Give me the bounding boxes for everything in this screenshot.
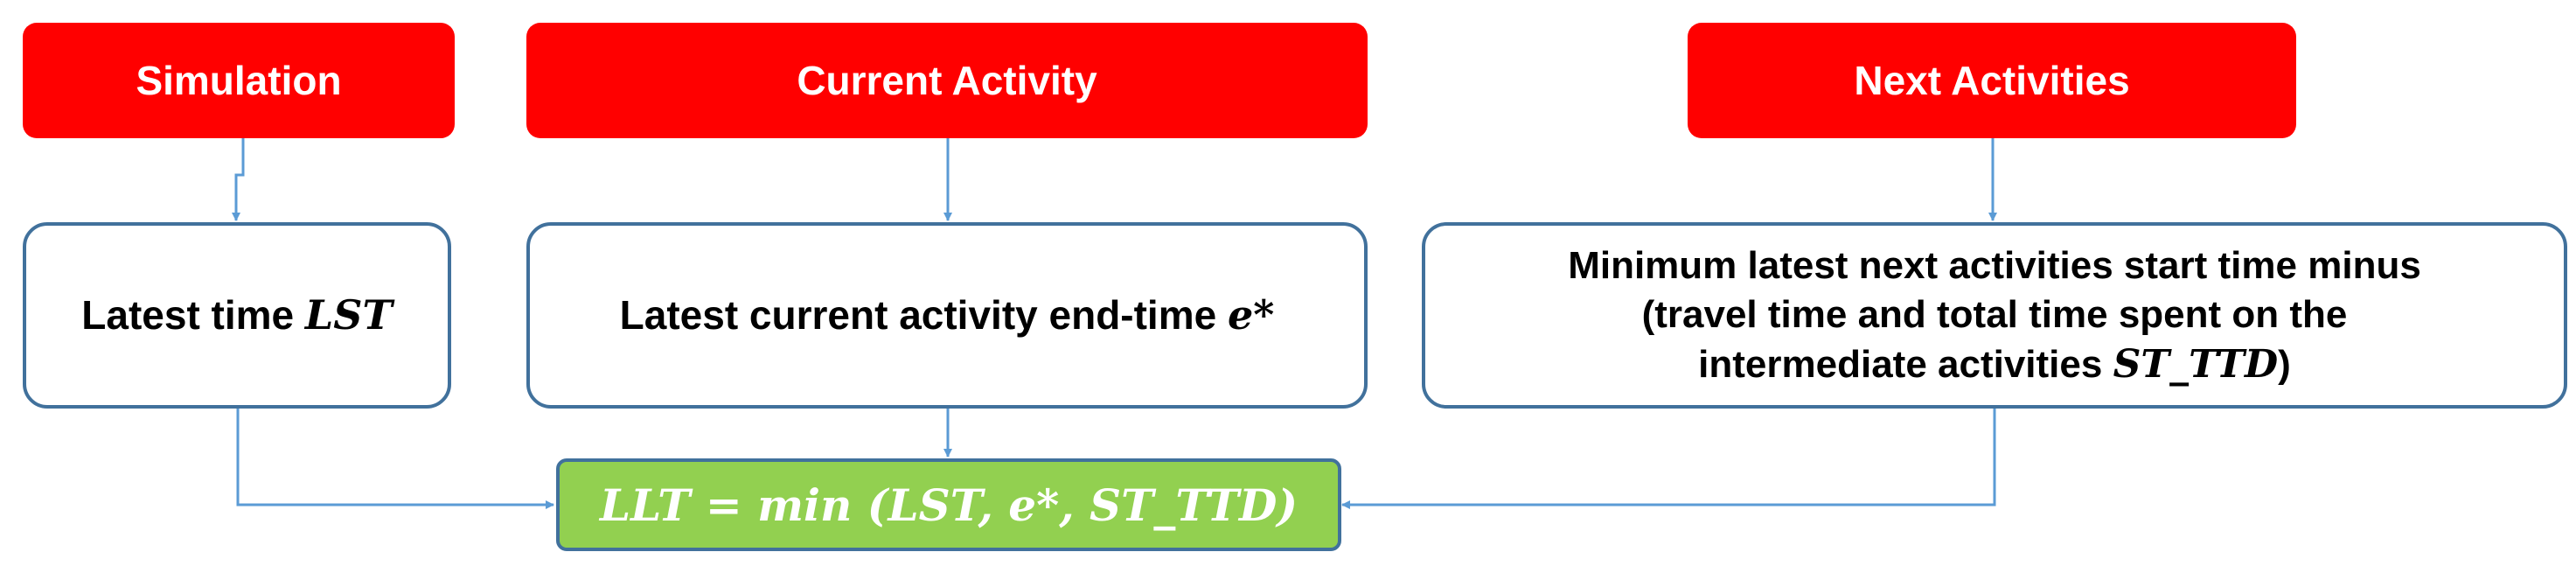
- box-latest-time-content: Latest time LST: [81, 290, 392, 342]
- box-next-start-time-content: Minimum latest next activities start tim…: [1568, 241, 2421, 389]
- header-current-activity-label: Current Activity: [797, 58, 1097, 103]
- header-next-activities: Next Activities: [1688, 23, 2296, 138]
- next-start-line3: intermediate activities: [1698, 342, 2113, 386]
- next-start-line2: (travel time and total time spent on the: [1641, 293, 2348, 337]
- next-start-close: ): [2278, 342, 2291, 386]
- box-current-end-time-content: Latest current activity end-time e*: [620, 290, 1275, 342]
- header-simulation: Simulation: [23, 23, 455, 138]
- next-start-var: ST_TTD: [2113, 341, 2279, 387]
- box-next-start-time: Minimum latest next activities start tim…: [1422, 222, 2567, 409]
- arrow-latest-time-to-formula: [236, 409, 554, 509]
- header-simulation-label: Simulation: [136, 58, 342, 103]
- box-current-end-time: Latest current activity end-time e*: [526, 222, 1368, 409]
- latest-time-var: LST: [304, 290, 393, 339]
- formula-text: LLT = min (LST, e*, ST_TTD): [600, 479, 1298, 531]
- current-end-text: Latest current activity end-time: [619, 291, 1228, 338]
- arrow-start-time-to-formula: [1341, 409, 1996, 509]
- formula-box: LLT = min (LST, e*, ST_TTD): [556, 458, 1341, 551]
- box-latest-time: Latest time LST: [23, 222, 451, 409]
- latest-time-text: Latest time: [81, 291, 305, 338]
- header-next-activities-label: Next Activities: [1854, 58, 2130, 103]
- next-start-line3-wrapper: intermediate activities ST_TTD): [1568, 340, 2421, 389]
- next-start-line1: Minimum latest next activities start tim…: [1568, 244, 2421, 288]
- arrow-simulation-to-latest-time: [232, 138, 245, 221]
- current-end-var: e*: [1227, 290, 1275, 339]
- header-current-activity: Current Activity: [526, 23, 1368, 138]
